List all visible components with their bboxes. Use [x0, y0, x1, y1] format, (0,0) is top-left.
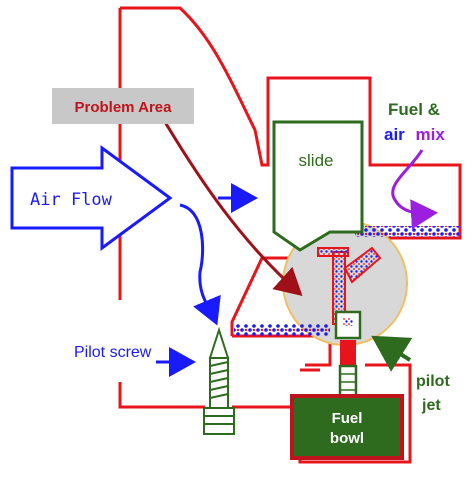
slide-shape [272, 120, 364, 252]
pilot-jet-arrow [371, 335, 413, 372]
fuel-air-mix-label-line2: air mix [384, 125, 445, 144]
air-flow-label: Air Flow [30, 190, 113, 210]
air-flow-arrow [10, 145, 173, 251]
pilot-jet-label-line2: jet [421, 397, 441, 414]
main-bore-mixture-band [355, 226, 459, 237]
slide-label: slide [299, 151, 334, 170]
pilot-screw-label: Pilot screw [74, 344, 152, 361]
fuel-air-mix-label-line1: Fuel & [388, 100, 440, 119]
problem-area-label: Problem Area [75, 99, 173, 116]
fuel-bowl [290, 394, 404, 460]
fuel-air-mix-label-mix: mix [416, 125, 446, 144]
pilot-jet-body [334, 310, 362, 400]
pilot-passage-mixture-band [234, 324, 330, 336]
fuel-bowl-label-line1: Fuel [332, 410, 363, 427]
problem-area-label-box [52, 88, 194, 124]
fuel-air-mix-label-air: air [384, 125, 405, 144]
problem-area-arrow [163, 121, 303, 297]
fuel-bowl-label-line2: bowl [330, 430, 364, 447]
pilot-jet-label-line1: pilot [416, 373, 450, 390]
air-flow-stream-arrows [156, 183, 258, 377]
fuel-air-mix-arrow [391, 149, 438, 230]
pilot-screw-icon [203, 326, 235, 435]
